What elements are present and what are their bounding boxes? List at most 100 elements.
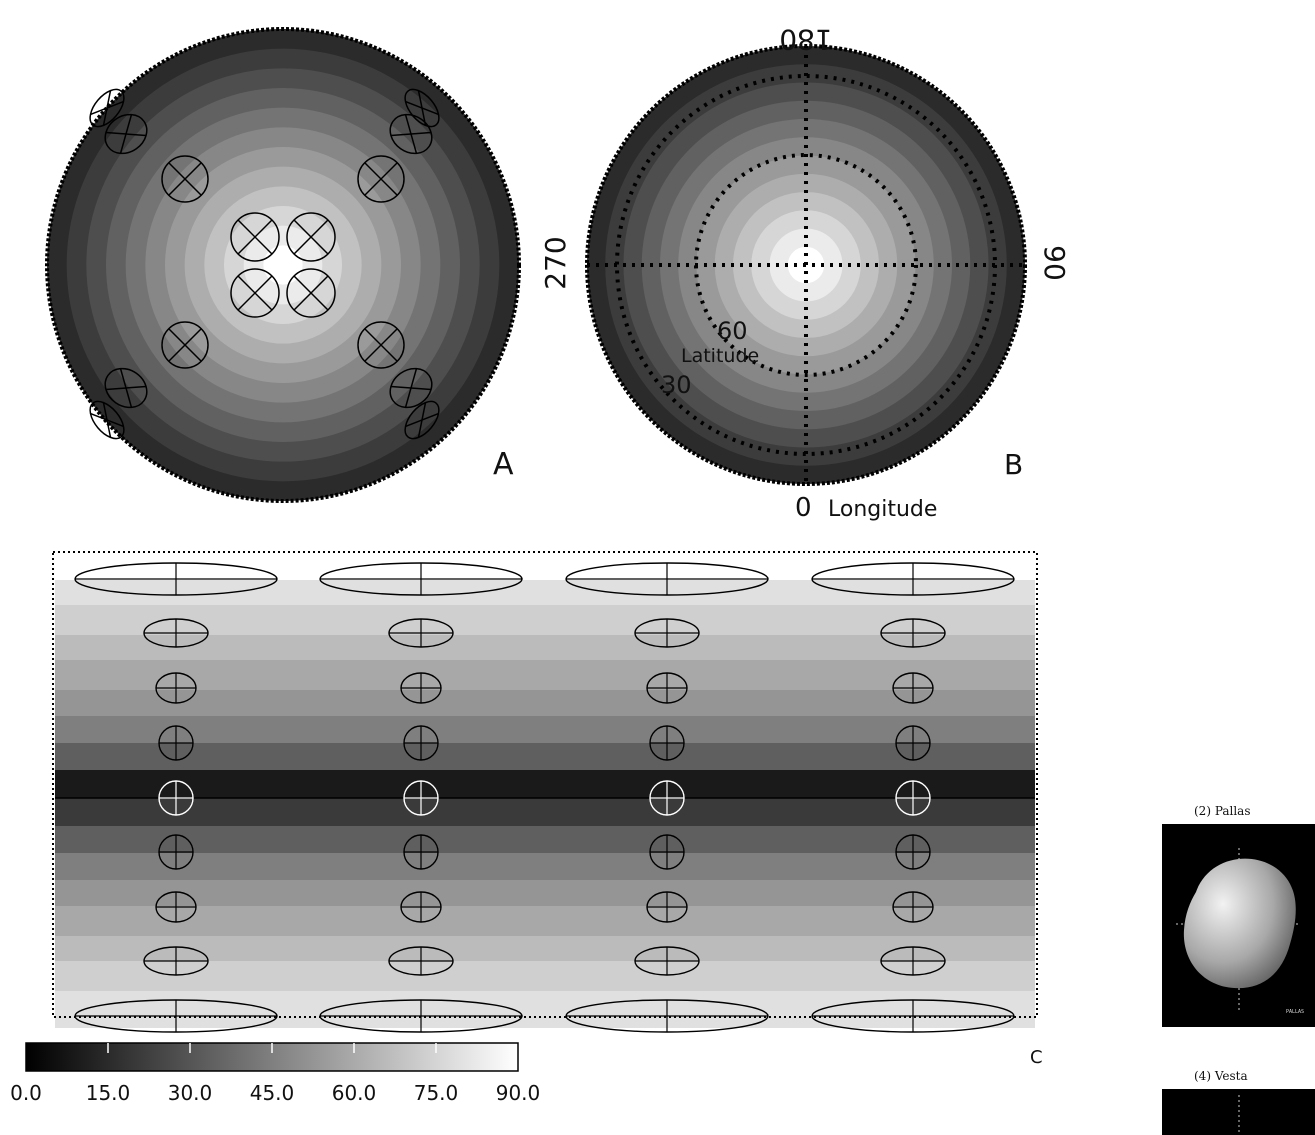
panel-c-frame [52, 551, 1038, 1018]
pallas-asteroid-shape [1183, 858, 1296, 989]
ellipse-outline [389, 367, 433, 409]
latitude-band [55, 660, 1035, 690]
latitude-band [55, 580, 1035, 605]
ellipse-cross [237, 275, 273, 311]
latitude-band [55, 880, 1035, 906]
panel-b-graticule [587, 46, 1025, 484]
latitude-band [55, 635, 1035, 660]
tissot-ellipse [74, 999, 278, 1033]
latitude-band [55, 743, 1035, 770]
ellipse-marker [286, 212, 336, 262]
tissot-ellipse [143, 946, 209, 976]
ellipse-outline [286, 268, 336, 318]
panel-b-disk [585, 44, 1027, 486]
latitude-band [55, 716, 1035, 743]
tissot-ellipse [74, 562, 278, 596]
ellipse-cross [119, 114, 133, 154]
colorbar-tick-label: 90.0 [496, 1081, 541, 1105]
ellipse-outline [230, 212, 280, 262]
tissot-ellipse [811, 562, 1015, 596]
lon-90-label: 90 [1038, 245, 1071, 281]
ellipse-outline [104, 367, 148, 409]
tissot-ellipse [895, 780, 931, 816]
tissot-ellipse [895, 834, 931, 870]
latitude-band [55, 906, 1035, 936]
tissot-ellipse [403, 834, 439, 870]
ellipse-cross [405, 100, 439, 116]
lon-0-label: 0 [795, 493, 812, 523]
tissot-ellipse [649, 834, 685, 870]
latitude-axis-label: Latitude [681, 345, 759, 367]
side-thumbnails: (2) Pallas PALLAS (4) Vesta [1162, 804, 1315, 1135]
colorbar-tick-label: 15.0 [86, 1081, 131, 1105]
panel-c-ellipses [74, 562, 1015, 1033]
ellipse-marker [89, 400, 125, 440]
latitude-60-circle [694, 153, 918, 377]
tissot-ellipse [319, 999, 523, 1033]
tissot-ellipse [388, 618, 454, 648]
tissot-ellipse [634, 618, 700, 648]
ellipse-outline [389, 113, 433, 155]
vesta-caption: (4) Vesta [1194, 1069, 1248, 1083]
ellipse-marker [104, 113, 148, 155]
panel-c-cylindrical-view: C [52, 551, 1043, 1068]
latitude-band [55, 853, 1035, 880]
ellipse-outline [104, 113, 148, 155]
tissot-ellipse [892, 891, 934, 923]
ellipse-outline [404, 400, 440, 440]
ellipse-outline [357, 321, 405, 369]
panel-a-polar-view: A [45, 27, 521, 503]
ellipse-marker [230, 268, 280, 318]
tissot-ellipse [880, 946, 946, 976]
ellipse-cross [237, 219, 273, 255]
tissot-ellipse [388, 946, 454, 976]
tissot-ellipse [880, 618, 946, 648]
tissot-ellipse [403, 780, 439, 816]
ellipse-cross [293, 219, 329, 255]
panel-b-graticule-view: 180 90 270 0 Longitude 60 30 Latitude B [539, 23, 1071, 523]
latitude-band [55, 991, 1035, 1016]
tissot-ellipse [646, 891, 688, 923]
ellipse-marker [357, 155, 405, 203]
colorbar-tick-label: 60.0 [332, 1081, 377, 1105]
ellipse-marker [389, 367, 433, 409]
latitude-band [55, 1016, 1035, 1028]
tissot-ellipse [143, 618, 209, 648]
panel-a-ellipses [89, 88, 440, 440]
lon-270-label: 270 [539, 236, 572, 289]
latitude-band [55, 798, 1035, 826]
ellipse-cross [390, 131, 432, 137]
latitude-band [55, 568, 1035, 580]
lat-60-label: 60 [717, 317, 748, 345]
panel-a-disk [45, 27, 521, 503]
ellipse-marker [161, 155, 209, 203]
ellipse-marker [389, 113, 433, 155]
tissot-ellipse [155, 891, 197, 923]
colorbar-tick-label: 30.0 [168, 1081, 213, 1105]
disk-band [263, 245, 303, 285]
lat-30-label: 30 [661, 371, 692, 399]
ellipse-outline [230, 268, 280, 318]
ellipse-cross [364, 162, 398, 196]
tissot-ellipse [319, 562, 523, 596]
tissot-ellipse [158, 834, 194, 870]
pallas-overlay-text: PALLAS [1286, 1009, 1304, 1015]
tissot-ellipse [811, 999, 1015, 1033]
tissot-ellipse [565, 562, 769, 596]
panel-b-label: B [1004, 448, 1023, 481]
latitude-band [55, 826, 1035, 853]
tissot-ellipse [400, 672, 442, 704]
latitude-band [55, 770, 1035, 798]
ellipse-cross [105, 385, 147, 391]
ellipse-marker [230, 212, 280, 262]
panel-c-bands [55, 568, 1035, 1028]
colorbar-tick-label: 45.0 [250, 1081, 295, 1105]
disk-rim [45, 27, 521, 503]
ellipse-marker [104, 367, 148, 409]
tissot-ellipse [649, 725, 685, 761]
ellipse-cross [90, 412, 124, 428]
ellipse-outline [161, 155, 209, 203]
